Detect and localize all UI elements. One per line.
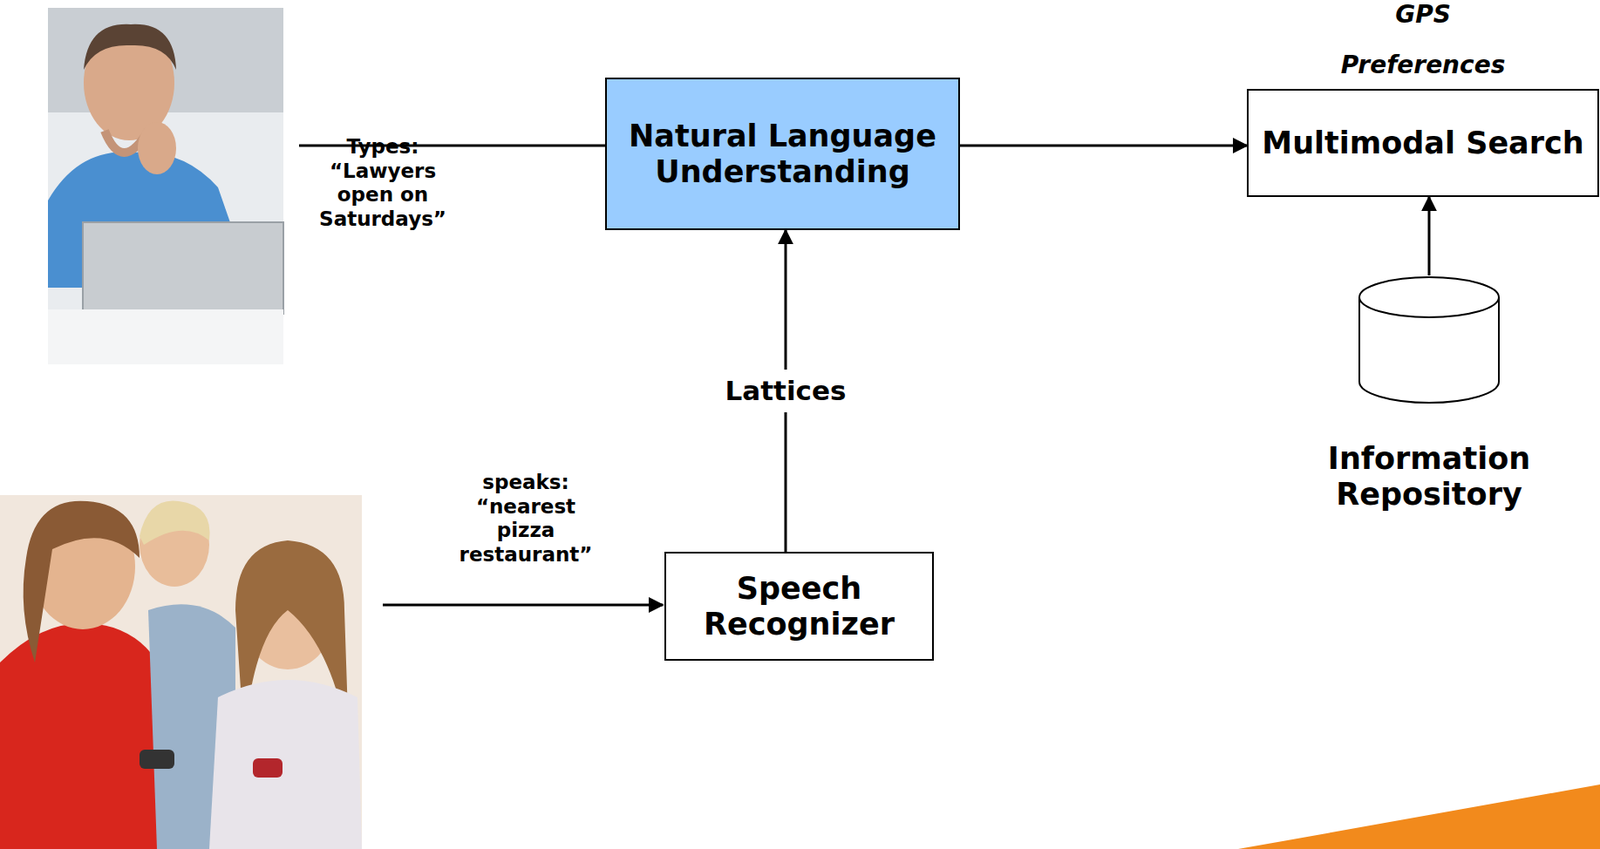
process-box: Speech Recognizer <box>664 551 934 661</box>
node-label: Multimodal Search <box>1254 125 1591 162</box>
node-label: Speech Recognizer <box>666 571 933 643</box>
kids-photo <box>0 495 362 849</box>
node-caption: Information Repository <box>1302 441 1556 513</box>
spoken-input-arrow <box>382 604 663 607</box>
context-label: Preferences <box>1309 50 1537 81</box>
database-cylinder: Information Repository <box>1302 275 1556 513</box>
context-label: GPS <box>1335 0 1511 30</box>
process-box: Multimodal Search <box>1246 88 1600 198</box>
input-example: speaks: “nearest pizza restaurant” <box>447 470 605 567</box>
man-photo <box>47 7 284 365</box>
input-example: Types: “Lawyers open on Saturdays” <box>313 135 453 232</box>
edge-label: Lattices <box>721 369 851 413</box>
orange-swoosh <box>1238 784 1600 849</box>
cylinder-outline <box>1356 275 1502 407</box>
flow-arrow <box>960 144 1247 148</box>
typed-input-line <box>299 144 606 148</box>
flow-arrow <box>1428 197 1431 276</box>
node-label: Natural Language Understanding <box>606 118 959 191</box>
process-box: Natural Language Understanding <box>605 77 960 231</box>
